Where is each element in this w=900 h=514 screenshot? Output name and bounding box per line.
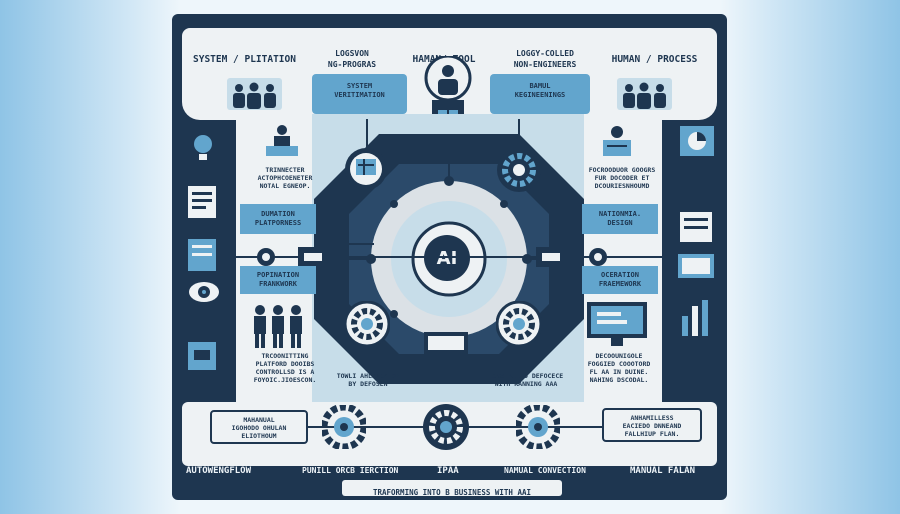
presenter-icon [266,125,298,156]
document-icon [680,212,712,242]
header-item-3: HAMAN/ TOOL [412,54,476,65]
bottom-box-right: ANHAMILLESS EACIEDO DNNEAND FALLHIUP FLA… [602,408,702,442]
people-icon [227,78,282,110]
top-box-left: SYSTEM VERITIMATION [312,74,407,114]
gear-icon [322,405,366,449]
lightbulb-icon [194,135,212,160]
gear-icon [423,404,469,450]
eye-icon [189,282,219,302]
bottom-label-5: MANUAL FALAN [630,466,696,476]
footer-bar: TRAFORMING INTO B BUSINESS WITH AAI [342,480,562,497]
footer-text: TRAFORMING INTO B BUSINESS WITH AAI [372,488,532,497]
left-box-bottom: POPINATION FRANKWORK [240,266,316,294]
gear-icon [497,148,541,192]
monitor-icon [678,254,714,278]
document-icon [188,239,216,271]
bottom-label-2: PUNILL ORCB IERCTION [302,466,399,475]
top-box-right: BAMUL KEGINEENINGS [490,74,590,114]
bottom-label-1: AUTOWENGFLOW [186,466,252,476]
connector-line [232,256,664,258]
header-item-1: SYSTEM / PLITATION [193,54,296,65]
person-icon [254,305,302,348]
right-bottom-text: DECOOUNIGOLE FOGGIED COOOTORD FL AA IN D… [587,352,651,384]
diagram-panel: SYSTEM / PLITATION LOGSVON NG-PROGRAS HA… [172,14,727,500]
document-icon [188,186,216,218]
right-box-bottom: OCERATION FRAEMEWORK [582,266,658,294]
header-item-5: HUMAN / PROCESS [611,54,698,65]
left-bottom-text: TRCOONITTING PLATFORD DOOIBS CONTROLLSD … [253,352,317,384]
gear-icon [496,301,542,347]
header-item-4: LOGGY-COLLED NON-ENGINEERS [513,49,577,69]
people-icon [617,78,672,110]
ai-label: AI [436,247,458,269]
monitor-icon [424,332,468,362]
document-icon [603,126,631,156]
connector-line [366,119,368,149]
gear-icon [344,301,390,347]
connector-line [518,119,520,149]
chart-icon [345,148,387,190]
right-box-top: NATIONMIA. DESIGN [582,204,658,234]
bottom-box-left: MAHANUAL IGOHODO OHULAN ELIOTHOUM [210,410,308,444]
connector-node-icon [257,247,328,267]
chart-icon [680,126,714,156]
bottom-label-3: IPAA [437,466,459,476]
right-top-text: FOCROODUOR GOOGRS FUR DOCODER ET DCOURIE… [588,166,656,190]
mid-text-right: LOGS-ALLED DEFOCECE WITH RANNING AAA [488,372,564,388]
header-item-2: LOGSVON NG-PROGRAS [327,49,377,69]
ai-badge: AI [424,235,470,281]
connector-node-icon [536,247,607,267]
chart-icon [682,300,708,336]
left-box-top: DUMATION PLATPORNESS [240,204,316,234]
monitor-icon [587,302,647,346]
gear-icon [516,405,560,449]
bottom-label-4: NAMUAL CONVECTION [504,466,586,475]
document-icon [188,342,216,370]
left-top-text: TRINNECTER ACTOPHCOENETER NOTAL EGNEOP. [257,166,313,190]
mid-text-left: TOWLI AHLINDATOR BY DEFOSEN [336,372,400,388]
